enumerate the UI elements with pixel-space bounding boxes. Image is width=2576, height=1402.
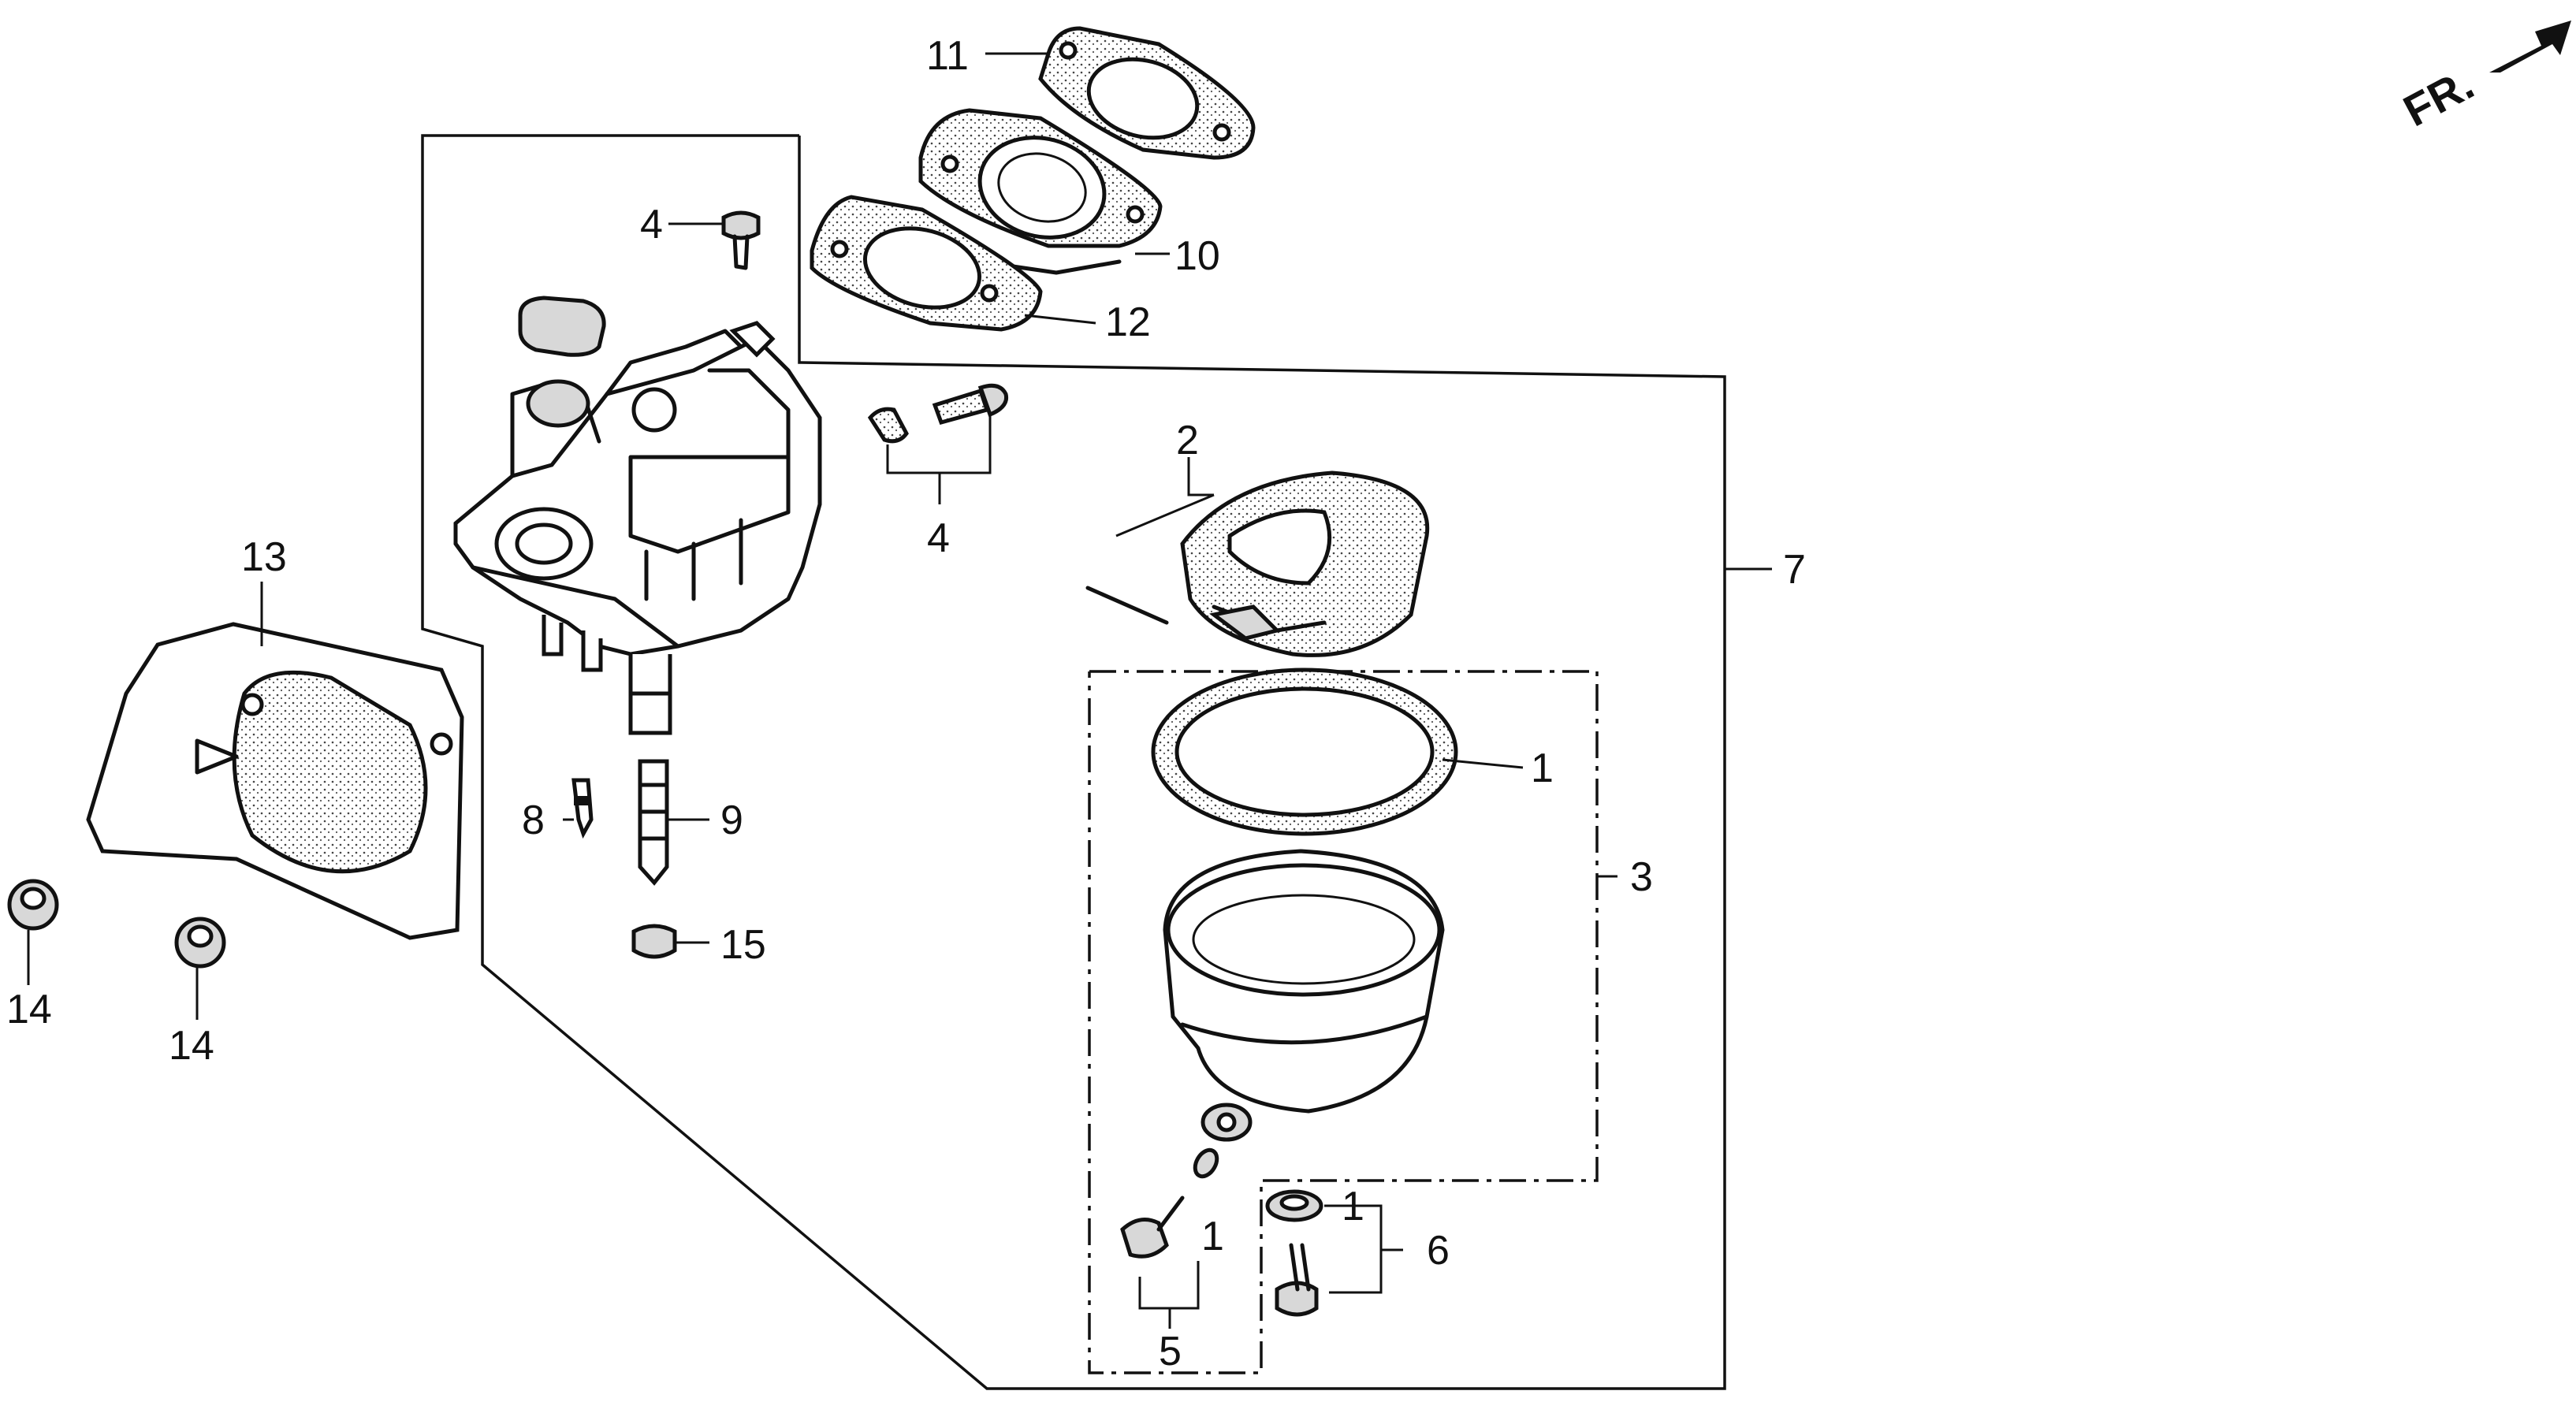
air-guide-13 <box>86 622 464 940</box>
front-arrow-icon <box>2489 20 2571 73</box>
callout-15: 15 <box>720 922 766 968</box>
callout-2: 2 <box>1176 418 1199 463</box>
callout-1-gasket: 1 <box>1531 746 1554 791</box>
callout-1-drain: 1 <box>1201 1214 1224 1259</box>
drain-washer-1 <box>1193 1147 1219 1179</box>
drain-screw-5 <box>1120 1196 1185 1259</box>
callout-13: 13 <box>241 534 287 580</box>
assembly-frame-7 <box>421 134 1726 1390</box>
grommet-14-left <box>7 879 59 931</box>
float-chamber-gasket-1 <box>1151 668 1458 836</box>
callout-14-right: 14 <box>169 1023 214 1069</box>
grommet-14-right <box>174 917 226 969</box>
callout-3: 3 <box>1630 854 1653 900</box>
callout-8: 8 <box>522 798 545 843</box>
choke-cap <box>518 296 606 357</box>
callout-14-left: 14 <box>6 987 52 1032</box>
callout-6: 6 <box>1427 1228 1450 1274</box>
callout-4-top: 4 <box>640 202 663 247</box>
callout-5: 5 <box>1159 1329 1182 1374</box>
drain-cap-15 <box>631 924 677 959</box>
front-direction-indicator: FR. <box>2395 20 2571 136</box>
pilot-screw-4-top <box>721 210 761 270</box>
callout-9: 9 <box>720 798 743 843</box>
bolt-6 <box>1275 1243 1319 1317</box>
main-jet-8 <box>571 778 594 839</box>
nozzle-9 <box>638 759 669 886</box>
carburetor-body <box>453 321 822 735</box>
callout-7: 7 <box>1783 547 1806 593</box>
float-2 <box>1085 470 1430 657</box>
insulator-10 <box>918 108 1163 275</box>
washer-6 <box>1265 1189 1323 1222</box>
callout-1-washer: 1 <box>1342 1184 1364 1229</box>
gasket-12 <box>810 195 1043 332</box>
leader-lines <box>27 52 1772 1329</box>
gasket-11 <box>1038 26 1256 160</box>
callout-4-bottom: 4 <box>927 515 950 561</box>
float-chamber <box>1163 849 1445 1142</box>
callout-10: 10 <box>1174 233 1220 279</box>
callout-11: 11 <box>926 33 969 79</box>
assembly-frame-3 <box>1088 670 1599 1374</box>
front-direction-label: FR. <box>2395 58 2481 136</box>
throttle-stop-screw-4 <box>867 383 1009 444</box>
callout-12: 12 <box>1105 299 1151 345</box>
